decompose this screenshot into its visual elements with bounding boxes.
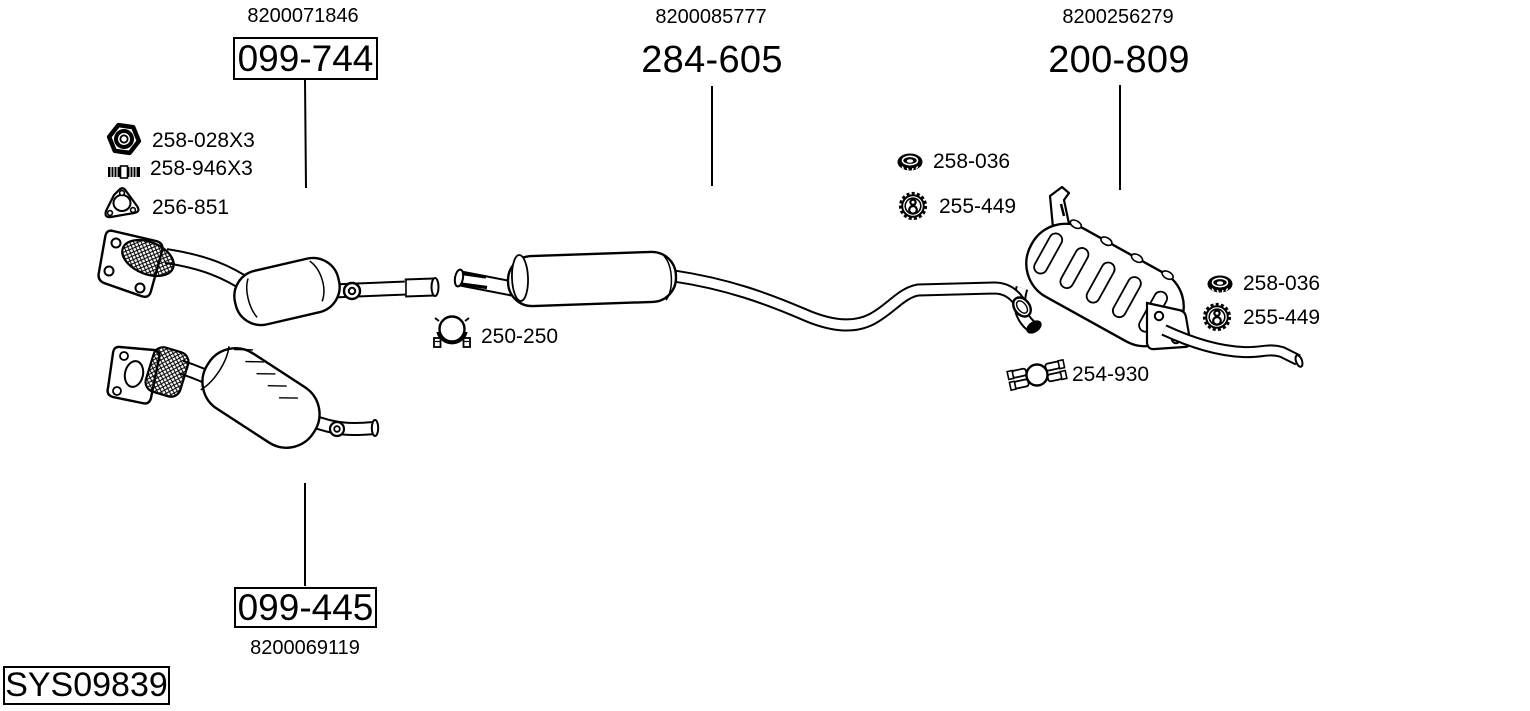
leader-lines xyxy=(304,79,1121,586)
part-code-sleeve-clamp: 254-930 xyxy=(1072,363,1150,386)
part-code-flange-gasket: 256-851 xyxy=(152,196,230,219)
rubber-hanger-icon xyxy=(898,191,928,221)
diagram-code: SYS09839 xyxy=(3,666,170,705)
part-code-pipe-clamp: 250-250 xyxy=(481,325,559,348)
oe-number-front-alt: 8200069119 xyxy=(250,637,360,659)
part-code-grommet-rear: 258-036 xyxy=(1243,272,1321,295)
stud-bolt-icon xyxy=(108,165,140,179)
flange-gasket-icon xyxy=(104,187,140,219)
part-code-hex-nut: 258-028X3 xyxy=(152,129,255,152)
front-catalytic-converter-alt-drawing xyxy=(106,345,380,449)
middle-silencer-assembly-drawing xyxy=(453,250,1032,332)
part-code-stud-bolt: 258-946X3 xyxy=(150,157,253,180)
rubber-hanger-icon xyxy=(1202,302,1232,332)
front-catalytic-converter-drawing xyxy=(97,229,440,327)
part-code-rubber-hanger-mid: 255-449 xyxy=(939,195,1017,218)
hex-nut-icon xyxy=(106,122,142,156)
oe-number-middle: 8200085777 xyxy=(655,6,767,28)
rear-silencer-drawing xyxy=(1013,185,1304,368)
part-number-middle: 284-605 xyxy=(641,39,783,81)
part-number-front: 099-744 xyxy=(233,37,378,80)
grommet-icon xyxy=(1207,275,1233,293)
part-number-front-alt: 099-445 xyxy=(234,587,377,628)
part-code-grommet-mid: 258-036 xyxy=(933,150,1011,173)
oe-number-rear: 8200256279 xyxy=(1062,6,1174,28)
sleeve-clamp-icon xyxy=(1006,358,1068,392)
leader-line-front xyxy=(304,79,307,189)
oe-number-front: 8200071846 xyxy=(247,5,359,27)
part-number-rear: 200-809 xyxy=(1048,39,1190,81)
grommet-icon xyxy=(897,153,923,171)
u-bolt-clamp-icon xyxy=(433,315,471,348)
part-code-rubber-hanger-rear: 255-449 xyxy=(1243,306,1321,329)
